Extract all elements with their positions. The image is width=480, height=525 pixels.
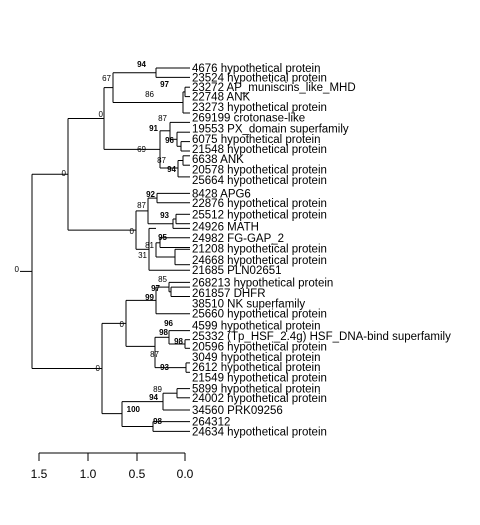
leaf-label: 38510 NK superfamily (192, 298, 305, 310)
support-label: 97 (151, 284, 160, 293)
support-label: 93 (160, 363, 169, 372)
leaf-label: 21549 hypothetical protein (192, 373, 327, 385)
support-label: 69 (137, 145, 146, 154)
support-label: 97 (160, 80, 169, 89)
support-label: 98 (174, 337, 183, 346)
leaf-label: 21548 hypothetical protein (192, 144, 327, 156)
leaf-label: 21685 PLN02651 (192, 265, 282, 277)
leaf-label: 20596 hypothetical protein (192, 341, 327, 353)
support-label: 0 (15, 265, 20, 274)
leaf-label: 25512 hypothetical protein (192, 209, 327, 221)
support-label: 94 (149, 393, 158, 402)
leaf-label: 23273 hypothetical protein (192, 102, 327, 114)
support-label: 0 (99, 110, 104, 119)
leaf-label: 25664 hypothetical protein (192, 175, 327, 187)
support-label: 81 (145, 241, 154, 250)
leaf-label: 21208 hypothetical protein (192, 244, 327, 256)
support-label: 86 (145, 90, 154, 99)
support-label: 87 (150, 350, 159, 359)
axis-tick-label: 1.0 (80, 467, 97, 481)
support-label: 96 (165, 136, 174, 145)
support-label: 0 (62, 169, 67, 178)
leaf-label: 19553 PX_domain superfamily (192, 124, 349, 136)
support-label: 95 (158, 233, 167, 242)
axis-tick-label: 0.0 (177, 467, 194, 481)
leaf-label: 6075 hypothetical protein (192, 134, 321, 146)
leaf-label: 24634 hypothetical protein (192, 426, 327, 438)
leaf-label: 8428 APG6 (192, 188, 251, 200)
support-label: 85 (158, 275, 167, 284)
support-label: 0 (120, 320, 125, 329)
axis-tick-label: 0.5 (129, 467, 146, 481)
leaf-label: 24982 FG-GAP_2 (192, 233, 284, 245)
leaf-labels: 4676 hypothetical protein 23524 hypothet… (192, 63, 451, 438)
leaf-label: 23272 AP_muniscins_like_MHD (192, 82, 356, 94)
support-label: 99 (145, 293, 154, 302)
leaf-label: 24926 MATH (192, 222, 259, 234)
leaf-label: 22748 ANK (192, 92, 251, 104)
support-label: 98 (159, 328, 168, 337)
leaf-label: 23524 hypothetical protein (192, 72, 327, 84)
leaf-label: 25332 (Tp_HSF_2.4g) HSF_DNA-bind superfa… (192, 331, 451, 343)
support-label: 31 (138, 251, 147, 260)
support-label: 98 (153, 417, 162, 426)
leaf-label: 5899 hypothetical protein (192, 384, 321, 396)
tree-branches (20, 67, 190, 432)
leaf-label: 34560 PRK09256 (192, 405, 283, 417)
leaf-label: 20578 hypothetical protein (192, 165, 327, 177)
support-label: 92 (146, 190, 155, 199)
leaf-label: 268213 hypothetical protein (192, 277, 333, 289)
axis-tick-label: 1.5 (31, 467, 48, 481)
support-label: 96 (164, 319, 173, 328)
leaf-label: 4599 hypothetical protein (192, 321, 321, 333)
support-label: 89 (153, 385, 162, 394)
leaf-label: 3049 hypothetical protein (192, 352, 321, 364)
distance-axis: 1.5 1.0 0.5 0.0 (31, 452, 194, 481)
support-labels: 0 0 0 67 94 86 97 69 91 87 96 94 87 0 87… (15, 60, 184, 426)
support-label: 0 (96, 364, 101, 373)
leaf-label: 6638 ANK (192, 154, 244, 166)
leaf-label: 2612 hypothetical protein (192, 362, 321, 374)
leaf-label: 22876 hypothetical protein (192, 198, 327, 210)
support-label: 0 (130, 227, 135, 236)
support-label: 93 (160, 211, 169, 220)
support-label: 67 (102, 74, 111, 83)
leaf-label: 24002 hypothetical protein (192, 393, 327, 405)
leaf-label: 24668 hypothetical protein (192, 255, 327, 267)
support-label: 87 (158, 114, 167, 123)
support-label: 91 (149, 124, 158, 133)
support-label: 87 (157, 156, 166, 165)
support-label: 100 (127, 405, 141, 414)
support-label: 87 (137, 201, 146, 210)
leaf-label: 25660 hypothetical protein (192, 309, 327, 321)
support-label: 94 (137, 60, 146, 69)
leaf-label: 261857 DHFR (192, 288, 266, 300)
support-label: 94 (167, 165, 176, 174)
leaf-label: 269199 crotonase-like (192, 113, 305, 125)
leaf-label: 264312 (192, 417, 230, 429)
leaf-label: 4676 hypothetical protein (192, 63, 321, 75)
